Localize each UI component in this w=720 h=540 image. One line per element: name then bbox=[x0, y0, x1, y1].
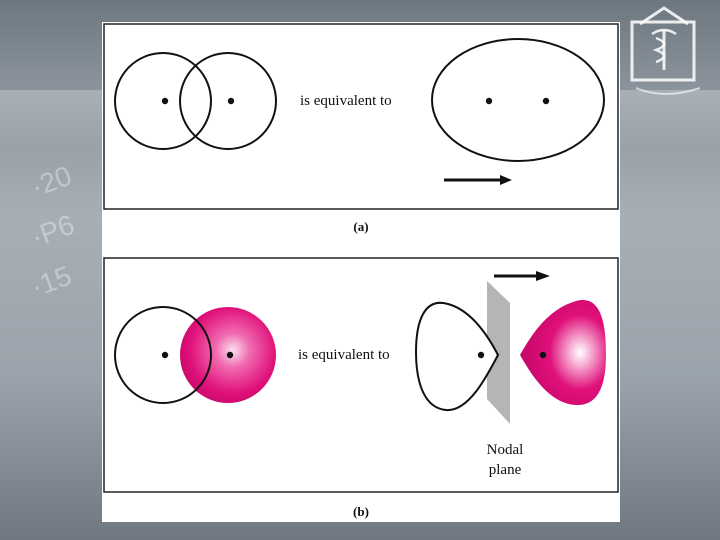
panel-b-caption: (b) bbox=[353, 504, 369, 519]
orbital-diagram: is equivalent to (a) is equivalent to No… bbox=[103, 23, 619, 519]
panel-a-equivalence-text: is equivalent to bbox=[300, 93, 392, 109]
nodal-plane-label-line2: plane bbox=[489, 462, 522, 478]
university-logo bbox=[612, 4, 716, 100]
university-emblem-icon bbox=[630, 6, 701, 95]
antibonding-lobe-right bbox=[520, 300, 606, 406]
nucleus-dot bbox=[161, 97, 169, 105]
panel-a-caption: (a) bbox=[353, 219, 368, 234]
orbital-a-left-circle bbox=[114, 52, 212, 150]
nucleus-dot bbox=[477, 351, 485, 359]
panel-a-frame bbox=[103, 23, 619, 210]
orbital-b-left-circle bbox=[114, 306, 212, 404]
sigma-bonding-ellipse bbox=[431, 38, 605, 162]
arrowhead-icon bbox=[536, 271, 550, 281]
nucleus-dot bbox=[542, 97, 550, 105]
nucleus-dot bbox=[227, 97, 235, 105]
nodal-plane-label-line1: Nodal bbox=[487, 442, 524, 458]
arrowhead-icon bbox=[500, 175, 512, 185]
nodal-plane bbox=[487, 281, 510, 424]
nucleus-dot bbox=[539, 351, 547, 359]
antibonding-lobe-left bbox=[414, 301, 500, 412]
nucleus-dot bbox=[161, 351, 169, 359]
nucleus-dot bbox=[485, 97, 493, 105]
slide-canvas: is equivalent to (a) is equivalent to No… bbox=[102, 22, 620, 522]
background-decoration: ·20·P6·15 bbox=[26, 159, 79, 303]
panel-b-equivalence-text: is equivalent to bbox=[298, 347, 390, 363]
nucleus-dot bbox=[226, 351, 234, 359]
orbital-a-right-circle bbox=[179, 52, 277, 150]
